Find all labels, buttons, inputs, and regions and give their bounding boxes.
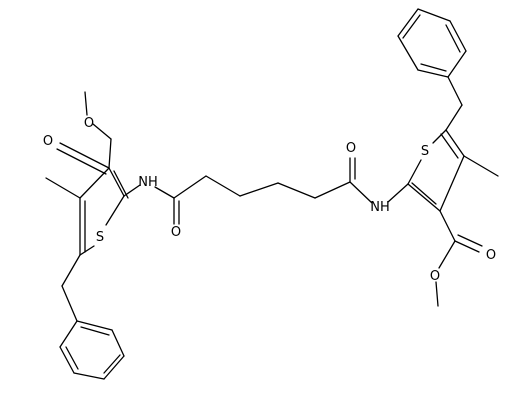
bond bbox=[349, 181, 373, 204]
bond bbox=[454, 240, 480, 253]
bond bbox=[111, 329, 125, 357]
bond bbox=[108, 138, 112, 169]
bond bbox=[435, 281, 439, 307]
bond bbox=[59, 320, 78, 348]
oxygen-label: O bbox=[43, 134, 53, 149]
bond bbox=[417, 69, 449, 78]
bond bbox=[440, 133, 459, 159]
bond bbox=[84, 91, 88, 116]
bond bbox=[417, 8, 451, 22]
bond bbox=[463, 155, 499, 177]
bond bbox=[439, 210, 456, 242]
bond bbox=[449, 20, 467, 52]
bond bbox=[438, 240, 456, 269]
bond bbox=[61, 254, 81, 287]
bond bbox=[457, 234, 483, 247]
bond bbox=[105, 195, 125, 226]
bond bbox=[80, 326, 110, 336]
bond bbox=[113, 170, 129, 199]
bond bbox=[103, 354, 121, 374]
oxygen-label: O bbox=[171, 225, 181, 240]
bond bbox=[447, 50, 467, 78]
bond bbox=[432, 129, 447, 144]
sulfur-label: S bbox=[421, 144, 429, 159]
oxygen-label: O bbox=[430, 269, 440, 284]
bond bbox=[173, 175, 207, 199]
nh-label: NH bbox=[138, 175, 158, 190]
oxygen-label: O bbox=[486, 248, 496, 263]
bond bbox=[314, 181, 351, 199]
oxygen-label: O bbox=[84, 116, 94, 131]
bond bbox=[445, 129, 465, 157]
bond bbox=[205, 175, 241, 197]
bond bbox=[402, 14, 421, 39]
bond bbox=[397, 35, 419, 71]
bond bbox=[445, 104, 463, 131]
nh-label: NH bbox=[370, 200, 390, 215]
bond bbox=[61, 285, 78, 322]
bond bbox=[239, 182, 279, 197]
bond bbox=[79, 245, 95, 256]
bond bbox=[73, 372, 105, 380]
bond bbox=[411, 182, 437, 205]
bond bbox=[420, 63, 447, 72]
bond bbox=[108, 167, 125, 197]
bond bbox=[65, 346, 79, 370]
sulfur-label: S bbox=[96, 230, 104, 245]
bond bbox=[397, 8, 419, 37]
bond bbox=[56, 148, 107, 175]
bond bbox=[92, 123, 112, 140]
oxygen-label: O bbox=[346, 141, 356, 156]
bond bbox=[123, 184, 141, 197]
bond bbox=[439, 155, 465, 212]
bond bbox=[445, 24, 461, 53]
bond bbox=[447, 76, 463, 106]
bond bbox=[59, 142, 110, 169]
bond bbox=[407, 183, 441, 212]
bond bbox=[407, 159, 422, 185]
bond bbox=[59, 346, 75, 374]
bond bbox=[387, 183, 409, 203]
bond bbox=[154, 186, 175, 199]
bond bbox=[79, 167, 110, 199]
bond bbox=[76, 320, 113, 331]
bond bbox=[45, 177, 81, 199]
bond bbox=[277, 182, 316, 199]
bond bbox=[103, 355, 125, 380]
